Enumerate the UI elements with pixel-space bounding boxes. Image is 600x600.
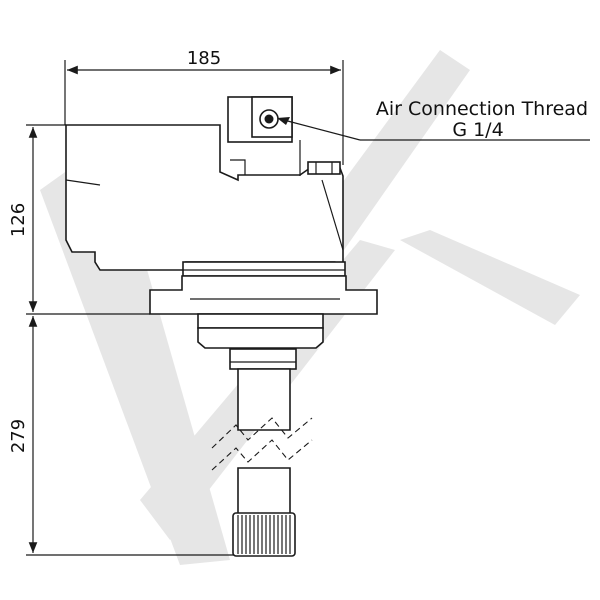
callout-leader-line xyxy=(279,118,361,141)
shaft-hub xyxy=(229,348,297,370)
housing-chamfer-line xyxy=(321,179,344,251)
lower-collar-base xyxy=(197,327,324,349)
callout-arrow xyxy=(277,117,290,125)
spline-body xyxy=(232,512,296,557)
spline-end xyxy=(232,512,296,557)
air-connection-block xyxy=(227,96,293,143)
housing-outline xyxy=(65,124,344,271)
shaft-upper xyxy=(237,368,291,431)
callout-label-line2: G 1/4 xyxy=(452,119,503,141)
housing-edge-line xyxy=(65,179,101,186)
callout-leader xyxy=(277,117,590,141)
break-line-upper xyxy=(211,417,313,449)
shaft xyxy=(211,348,313,516)
housing-notch xyxy=(230,159,246,175)
upper-height-text: 126 xyxy=(8,203,29,237)
width-dimension-text: 185 xyxy=(187,48,221,69)
bolt-head xyxy=(307,161,341,175)
mounting-flange xyxy=(149,275,378,315)
callout-label-line1: Air Connection Thread xyxy=(376,98,588,120)
width-dimension: 185 xyxy=(64,48,344,165)
port-center xyxy=(264,114,274,124)
lower-collar xyxy=(197,313,324,329)
lower-height-text: 279 xyxy=(8,419,29,453)
shaft-lower xyxy=(237,467,291,516)
flange-assembly xyxy=(149,261,378,349)
break-line-lower xyxy=(211,439,313,471)
bolt-hex xyxy=(307,161,341,175)
height-dimensions: 126 279 xyxy=(8,124,240,556)
upper-collar xyxy=(182,261,346,277)
watermark-stroke-4 xyxy=(400,230,580,325)
housing-body xyxy=(65,124,344,271)
